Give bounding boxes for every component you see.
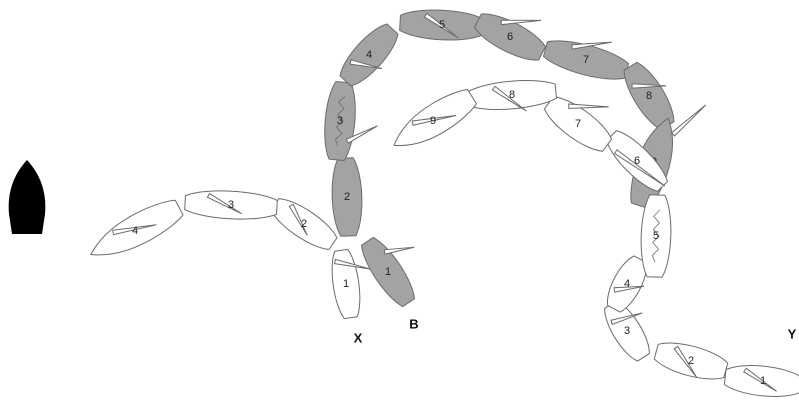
chain-y-segment-8-label: 8 (509, 89, 515, 101)
segment-spine (743, 367, 777, 392)
segment-spine (112, 224, 157, 236)
chain-b-segment-8-label: 8 (646, 90, 652, 102)
bullet-shape-icon (8, 160, 46, 234)
chain-y-segment-6 (606, 130, 668, 192)
segment-spine (670, 104, 707, 137)
chain-y-segment-2-label: 2 (688, 355, 694, 367)
chain-x-segment-2 (270, 198, 338, 250)
segment-spine (349, 59, 383, 70)
segment-body (339, 23, 399, 87)
chain-x-segment-4 (90, 199, 184, 256)
segment-spine (383, 246, 415, 255)
chain-b-segment-3 (324, 80, 378, 162)
segment-spine (631, 83, 667, 89)
chain-b-segment-7-label: 7 (583, 54, 589, 66)
segment-body (653, 342, 729, 380)
chain-x-segment-3 (184, 190, 278, 220)
chain-b-segment-5 (399, 9, 485, 41)
chain-label-x: X (354, 331, 363, 346)
segment-spine (491, 85, 527, 112)
chain-x-segment-3-label: 3 (228, 199, 234, 211)
chain-x-segment-2-label: 2 (301, 218, 307, 230)
segment-zigzag (651, 209, 661, 263)
segment-spine (673, 345, 698, 378)
chain-y-segment-5 (640, 194, 672, 278)
chain-b-segment-6 (473, 13, 547, 61)
chain-y-segment-5-label: 5 (653, 230, 659, 242)
chain-y-segment-9 (393, 89, 477, 146)
chain-y-segment-2 (653, 342, 729, 380)
segment-body (467, 80, 557, 110)
chain-b-segment-2 (331, 157, 363, 237)
segment-body (331, 157, 363, 237)
chain-y-segment-7 (543, 96, 613, 152)
chain-y: 1 2 3 4 5 6 7 8 9 (393, 80, 799, 397)
chain-b-segment-3-label: 3 (337, 115, 343, 127)
chain-b: 1 2 3 4 5 6 7 8 9 (324, 9, 707, 308)
chain-b-segment-5-label: 5 (439, 19, 445, 31)
chain-x: 1 2 3 4 (90, 190, 371, 320)
segment-spine (288, 203, 308, 236)
chain-b-segment-4-label: 4 (366, 49, 372, 61)
segment-spine (411, 114, 457, 126)
segment-zigzag (334, 96, 346, 147)
chain-b-segment-2-label: 2 (344, 191, 350, 203)
segment-body (640, 194, 672, 278)
segment-spine (206, 192, 242, 215)
chain-y-segment-1-label: 1 (760, 375, 766, 387)
chain-y-segment-3 (604, 300, 650, 362)
chain-x-segment-1 (331, 248, 371, 320)
chain-y-segment-8 (467, 80, 557, 112)
segment-spine (613, 285, 645, 293)
chain-x-segment-1-label: 1 (343, 278, 349, 290)
chain-label-y: Y (788, 327, 797, 342)
segment-spine (568, 103, 609, 109)
chain-b-segment-4 (339, 23, 399, 87)
chain-label-b: B (409, 317, 418, 332)
chain-b-segment-1-label: 1 (385, 266, 391, 278)
chain-b-segment-6-label: 6 (507, 31, 513, 43)
chain-b-segment-1 (360, 236, 416, 308)
chain-x-segment-4-label: 4 (132, 225, 138, 237)
segment-spine (613, 149, 666, 187)
chain-y-segment-1 (723, 365, 799, 397)
segment-body (393, 89, 477, 146)
chain-y-segment-7-label: 7 (575, 118, 581, 130)
segment-body (604, 300, 650, 362)
segment-spine (571, 41, 612, 50)
segment-spine (345, 125, 378, 144)
chain-y-segment-6-label: 6 (634, 155, 640, 167)
chain-y-segment-4-label: 4 (624, 278, 630, 290)
chain-y-segment-9-label: 9 (430, 115, 436, 127)
segment-spine (500, 19, 542, 26)
chain-y-segment-3-label: 3 (624, 325, 630, 337)
segment-body (270, 198, 338, 250)
segment-spine (610, 312, 643, 326)
segment-spine (333, 258, 371, 270)
segment-body (473, 13, 547, 61)
segment-spine (423, 12, 459, 39)
